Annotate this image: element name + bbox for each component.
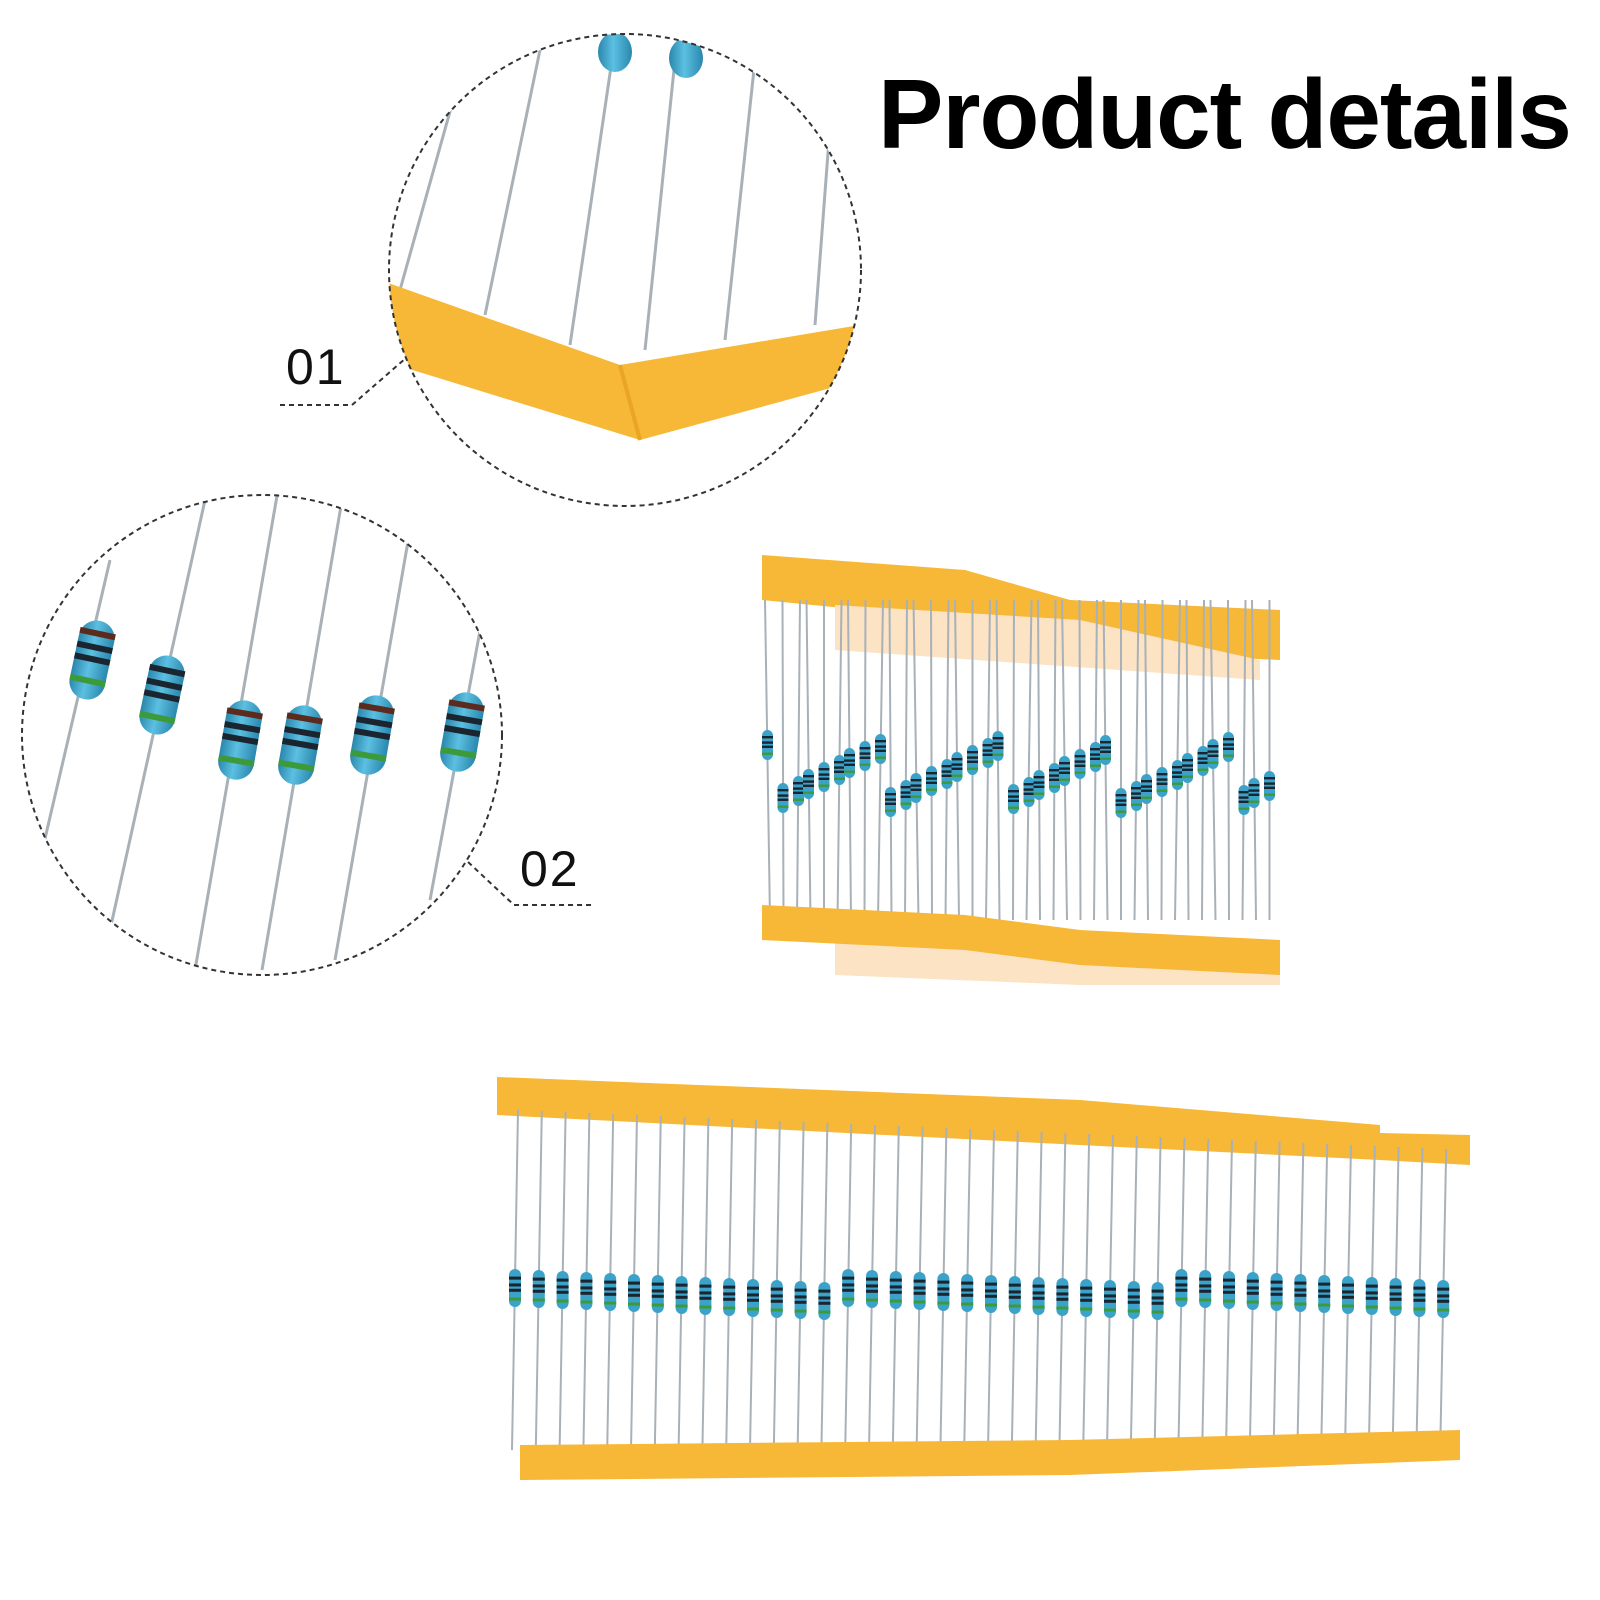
- resistor-icon: [1151, 1282, 1164, 1320]
- resistor-icon: [1032, 1277, 1045, 1315]
- resistor-icon: [1175, 1269, 1188, 1307]
- resistor-icon: [675, 1276, 688, 1314]
- resistor-icon: [651, 1275, 664, 1313]
- resistor-icon: [1059, 756, 1070, 786]
- resistor-icon: [859, 741, 871, 771]
- resistor-icon: [350, 695, 395, 775]
- callout-01-zoom: [280, 33, 862, 507]
- resistor-icon: [218, 700, 263, 780]
- resistor-icon: [982, 738, 994, 768]
- resistor-icon: [1115, 788, 1127, 818]
- resistor-icon: [669, 38, 703, 78]
- resistor-icon: [278, 705, 323, 785]
- resistor-icon: [1056, 1278, 1069, 1316]
- resistor-icon: [1270, 1273, 1283, 1311]
- resistor-icon: [770, 1280, 783, 1318]
- resistor-icon: [1246, 1272, 1259, 1310]
- resistor-icon: [844, 748, 855, 778]
- resistor-icon: [875, 734, 886, 764]
- resistor-icon: [598, 34, 632, 72]
- resistor-icon: [1080, 1279, 1093, 1317]
- resistor-icon: [1389, 1278, 1402, 1316]
- resistor-icon: [1131, 781, 1142, 811]
- resistor-icon: [900, 780, 912, 810]
- resistor-icon: [937, 1273, 950, 1311]
- resistor-icon: [1207, 739, 1219, 769]
- resistor-icon: [1223, 1271, 1235, 1309]
- resistor-icon: [1049, 763, 1060, 793]
- page-title: Product details: [878, 59, 1572, 169]
- resistor-icon: [1141, 774, 1152, 804]
- resistor-bundle-folded: [762, 555, 1280, 985]
- resistor-icon: [818, 762, 830, 792]
- resistor-icon: [1199, 1270, 1212, 1308]
- zoom-leads-01: [398, 39, 837, 351]
- resistor-icon: [941, 759, 953, 789]
- tape-strip-icon: [389, 280, 860, 440]
- resistor-icon: [1100, 735, 1111, 765]
- resistor-icon: [604, 1273, 617, 1311]
- resistor-icon: [556, 1271, 569, 1309]
- resistor-icon: [723, 1278, 736, 1316]
- resistor-icon: [889, 1271, 902, 1309]
- resistor-icon: [1023, 777, 1035, 807]
- resistor-icon: [777, 783, 789, 813]
- resistor-icon: [1437, 1280, 1450, 1318]
- resistor-icon: [793, 776, 804, 806]
- resistor-icon: [1104, 1280, 1116, 1318]
- resistor-strip-long: [497, 1077, 1470, 1480]
- resistor-icon: [762, 730, 773, 760]
- resistor-icon: [138, 655, 186, 735]
- resistor-icon: [1248, 778, 1260, 808]
- resistor-icon: [803, 769, 814, 799]
- resistor-icon: [1294, 1274, 1307, 1312]
- resistor-icon: [1156, 767, 1168, 797]
- resistor-icon: [440, 692, 485, 772]
- resistor-icon: [985, 1275, 997, 1313]
- resistor-icon: [961, 1274, 974, 1312]
- resistor-icon: [885, 787, 896, 817]
- resistor-icon: [1090, 742, 1101, 772]
- resistor-icon: [69, 620, 116, 700]
- resistor-icon: [532, 1270, 545, 1308]
- resistor-icon: [1074, 749, 1086, 779]
- resistor-icon: [580, 1272, 593, 1310]
- resistor-icon: [747, 1279, 759, 1317]
- resistor-icon: [699, 1277, 712, 1315]
- resistor-icon: [1127, 1281, 1140, 1319]
- zoom-resistors-02: [69, 620, 485, 785]
- resistor-icon: [1264, 771, 1275, 801]
- resistor-icon: [1238, 785, 1250, 815]
- resistor-icon: [1182, 753, 1193, 783]
- callout-02-zoom: [21, 494, 595, 976]
- resistor-icon: [1365, 1277, 1378, 1315]
- resistor-icon: [967, 745, 978, 775]
- resistor-icon: [1342, 1276, 1354, 1314]
- resistor-icon: [1172, 760, 1183, 790]
- resistor-icon: [1318, 1275, 1331, 1313]
- resistor-icon: [866, 1270, 878, 1308]
- resistor-icon: [1413, 1279, 1426, 1317]
- resistor-icon: [834, 755, 845, 785]
- resistor-icon: [509, 1269, 521, 1307]
- callout-label-01: 01: [286, 339, 346, 395]
- resistor-icon: [1008, 784, 1019, 814]
- resistor-icon: [794, 1281, 807, 1319]
- resistor-icon: [1008, 1276, 1021, 1314]
- resistor-icon: [1197, 746, 1209, 776]
- resistor-icon: [1033, 770, 1045, 800]
- resistor-icon: [951, 752, 963, 782]
- resistor-icon: [910, 773, 922, 803]
- resistor-icon: [818, 1282, 831, 1320]
- resistor-icon: [628, 1274, 640, 1312]
- resistor-icon: [1223, 732, 1234, 762]
- resistor-icon: [842, 1269, 855, 1307]
- resistor-icon: [992, 731, 1004, 761]
- resistor-icon: [913, 1272, 926, 1310]
- resistor-icon: [926, 766, 937, 796]
- callout-label-02: 02: [520, 841, 580, 897]
